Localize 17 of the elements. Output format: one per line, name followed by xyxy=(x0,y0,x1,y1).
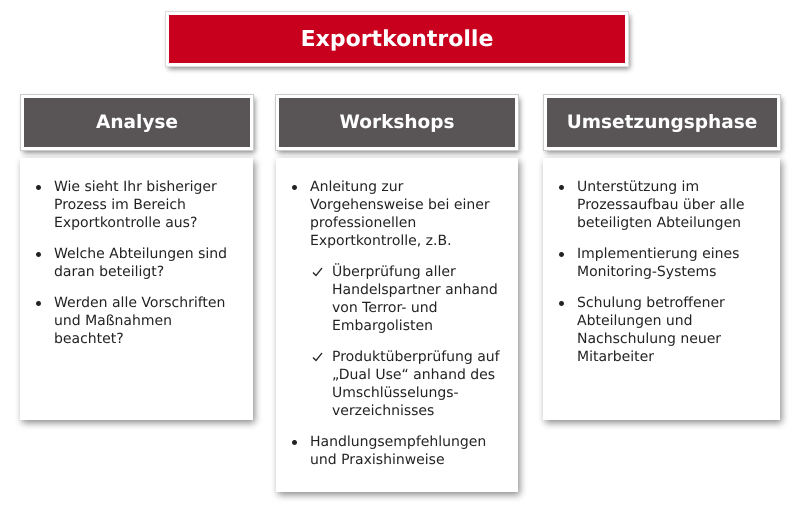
content-card xyxy=(543,158,780,420)
column-header: Workshops xyxy=(276,95,518,150)
list-item-text: Überprüfung aller Handelspartner anhand von Terror- und Embargolisten xyxy=(332,264,498,334)
list-item-text: Schulung betroffener Abteilungen und Nachschulung neuer Mitarbeiter xyxy=(577,295,725,365)
title-banner: Exportkontrolle xyxy=(166,12,628,66)
column-header: Analyse xyxy=(21,95,253,150)
content-card xyxy=(20,158,253,420)
list-item-text: Anleitung zur Vorgehensweise bei einer professionellen Exportkontrolle, z.B. xyxy=(310,179,490,249)
content-card xyxy=(276,158,518,492)
list-item-text: Wie sieht Ihr bisheriger Prozess im Bereich Exportkontrolle aus? xyxy=(54,179,217,231)
list-item-text: Produktüberprüfung auf „Dual Use“ anhand des Umschlüsselungs-verzeichnisses xyxy=(332,349,500,419)
list-item-text: Werden alle Vorschriften und Maßnahmen beachtet? xyxy=(54,295,226,347)
list-item-text: Unterstützung im Prozessaufbau über alle beteiligten Abteilungen xyxy=(577,179,744,231)
list-item-text: Implementierung eines Monitoring-Systems xyxy=(577,246,740,280)
list-item-text: Handlungsempfehlungen und Praxishinweise xyxy=(310,434,486,468)
column-header: Umsetzungsphase xyxy=(544,95,780,150)
list-item-text: Welche Abteilungen sind daran beteiligt? xyxy=(54,246,228,280)
